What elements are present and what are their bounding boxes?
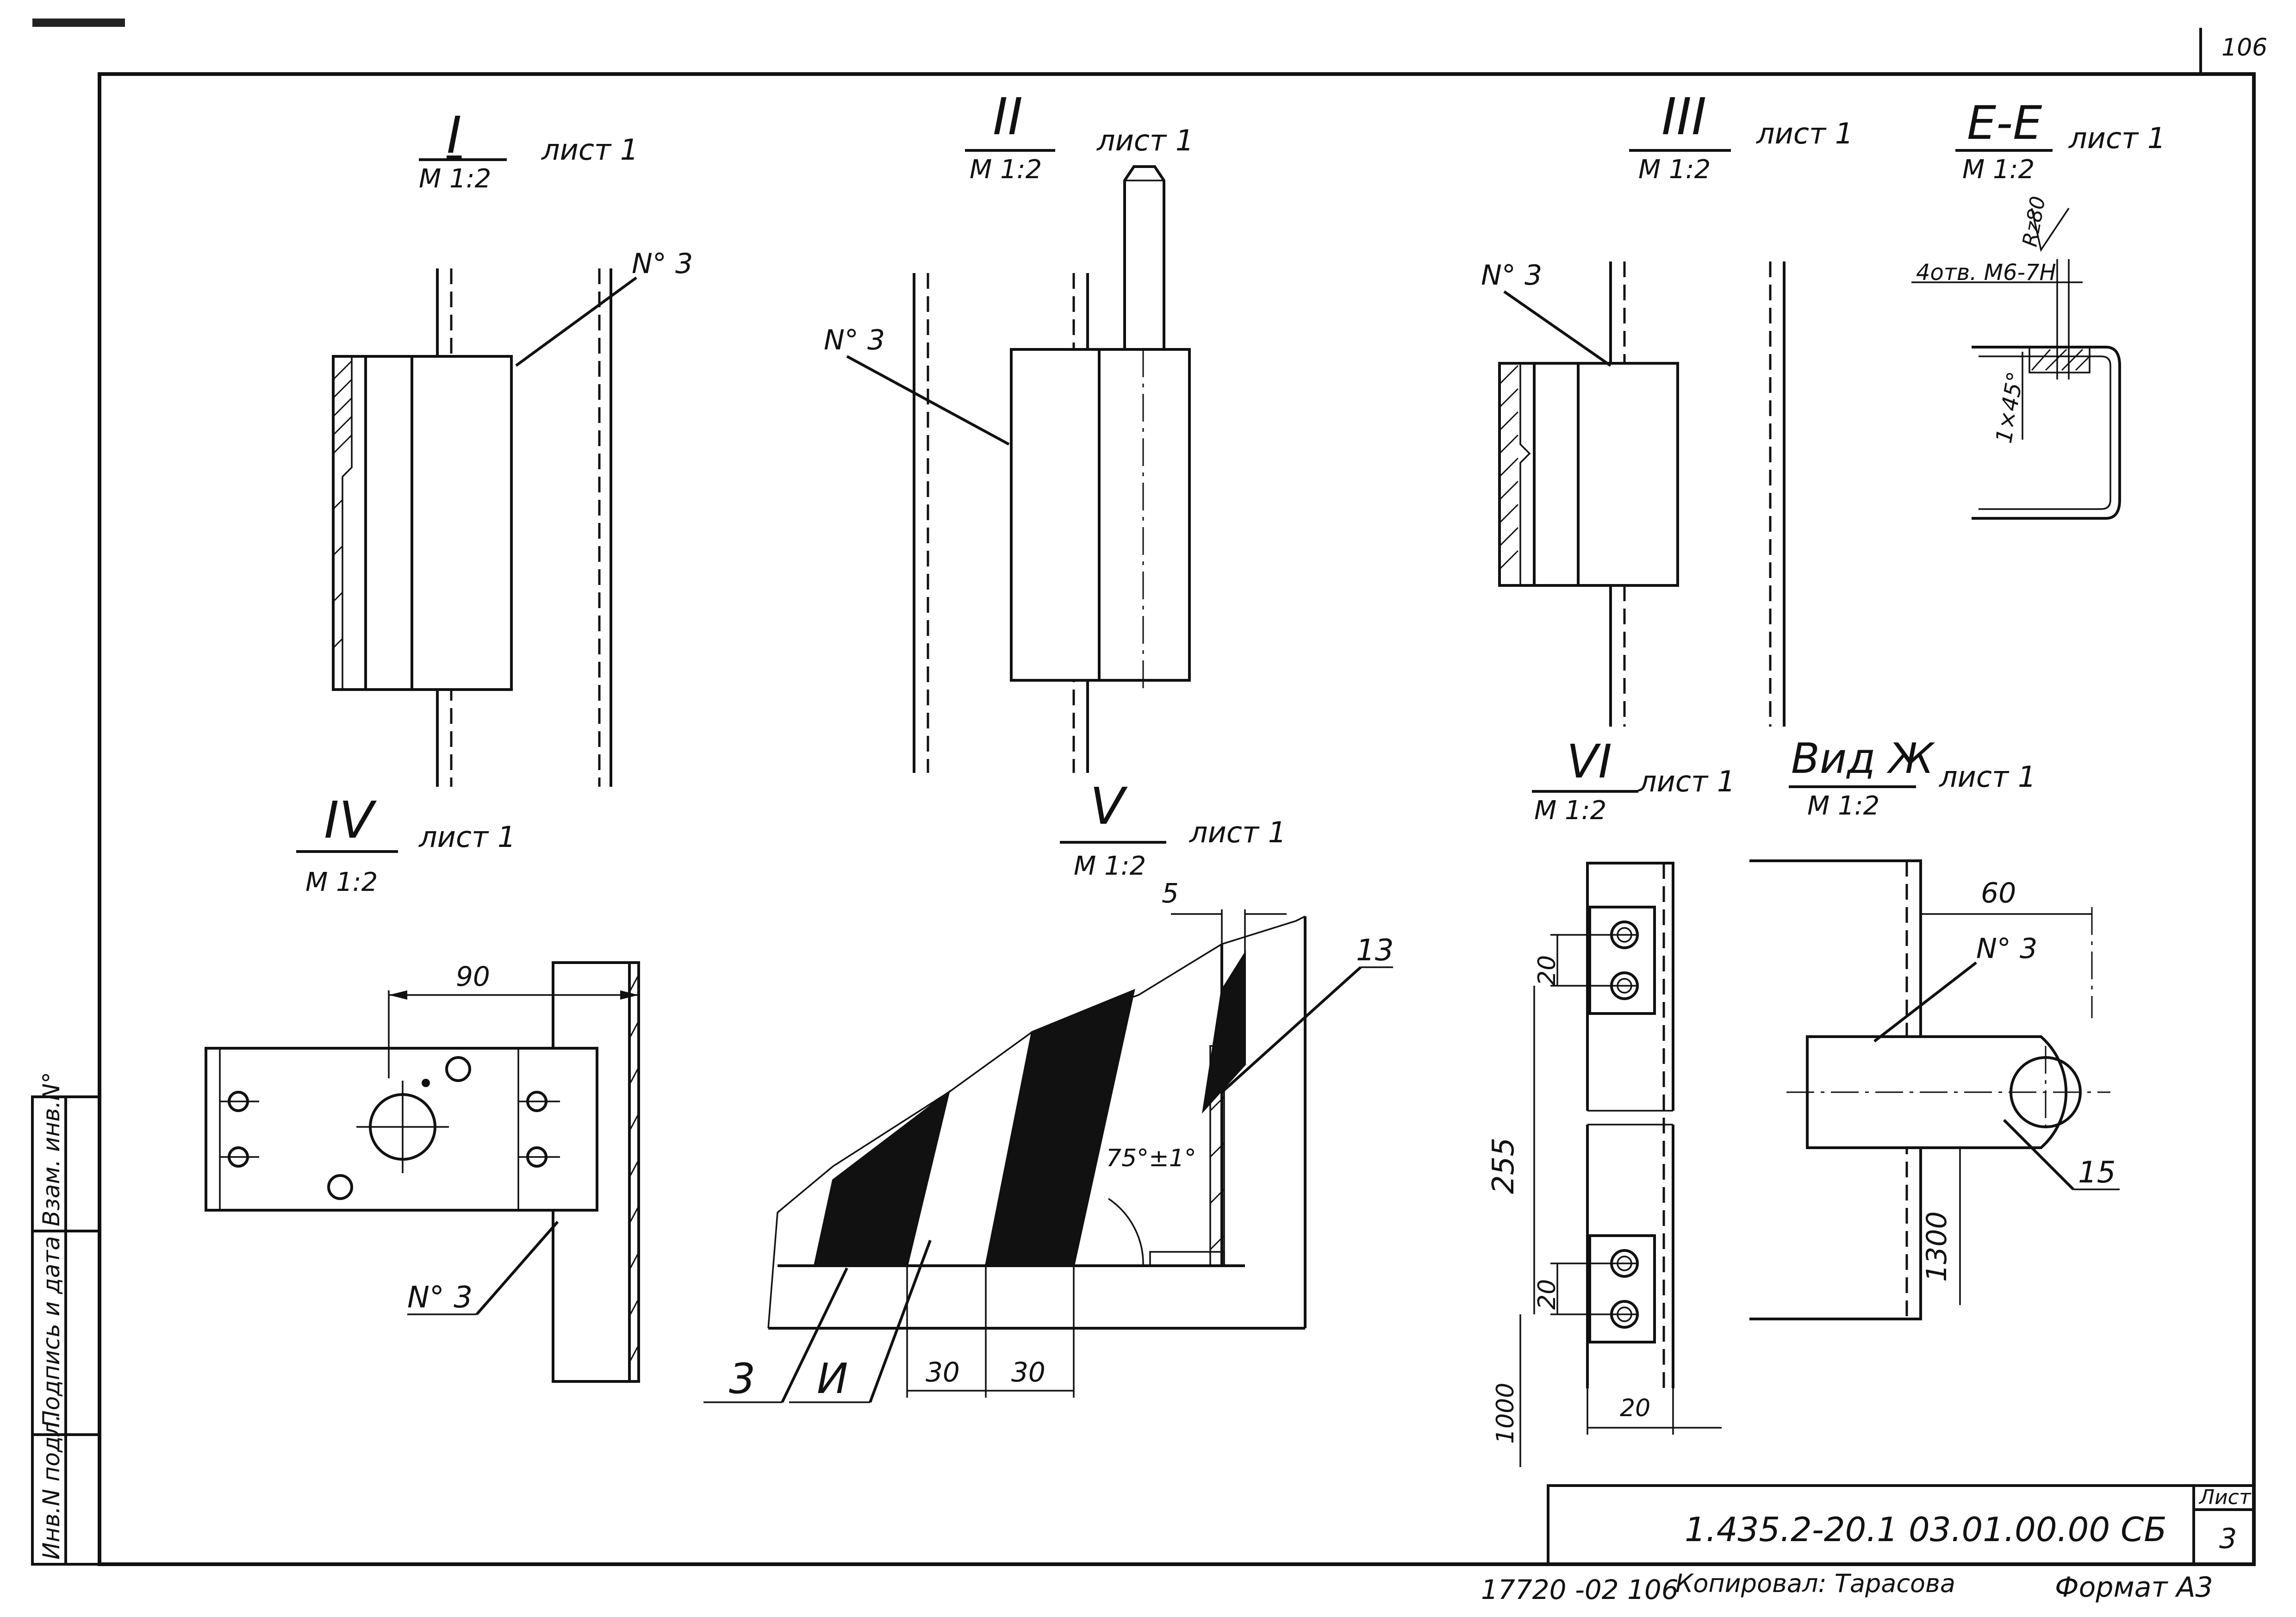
- view-V-angle: 75°±1°: [1106, 1144, 1196, 1172]
- view-I-title: I: [447, 106, 461, 165]
- view-V-label-i: И: [817, 1355, 848, 1403]
- archive-number: 17720 -02 106: [1481, 1574, 1679, 1605]
- view-Zh-callout: N° 3: [1976, 933, 2037, 965]
- view-V-dim-5: 5: [1162, 877, 1179, 909]
- view-IV-title: IV: [324, 790, 377, 850]
- view-IV: IV М 1:2 лист 1 90 N° 3: [205, 790, 640, 1383]
- view-Zh-scale: М 1:2: [1807, 791, 1879, 821]
- ee-scale: М 1:2: [1962, 155, 2035, 185]
- view-II-callout: N° 3: [824, 324, 885, 356]
- ee-ref: лист 1: [2068, 121, 2165, 155]
- view-IV-ref: лист 1: [418, 820, 516, 854]
- view-III-scale: М 1:2: [1638, 155, 1711, 185]
- inv-orig-label: Инв.N подл.: [38, 1414, 65, 1560]
- view-VI-dim-255: 255: [1487, 1138, 1521, 1194]
- title-block: 1.435.2-20.1 03.01.00.00 СБ Лист 3: [1547, 1484, 2255, 1566]
- view-Zh: Вид Ж М 1:2 лист 1 60 N° 3 1300 15: [1749, 734, 2120, 1320]
- ee-holes: 4отв. М6-7Н: [1916, 260, 2056, 286]
- view-V-title: V: [1090, 777, 1128, 836]
- section-E-E: Е-Е М 1:2 лист 1 Rz80 4отв. М6-7Н 1×45°: [1911, 96, 2165, 520]
- drawing-frame: [98, 72, 2256, 1566]
- view-VI-ref: лист 1: [1638, 765, 1735, 798]
- sheet-label: Лист: [2198, 1486, 2252, 1509]
- sheet-number: 3: [2219, 1523, 2237, 1555]
- view-I-callout: N° 3: [632, 248, 693, 280]
- black-stripe-2: [984, 989, 1135, 1267]
- sign-date-label: Подпись и дата: [38, 1236, 65, 1428]
- view-VI-dim-1000: 1000: [1492, 1383, 1519, 1444]
- view-III-ref: лист 1: [1756, 117, 1853, 150]
- view-V: V М 1:2 лист 1 5 13 75°±1° 30 30 3: [703, 777, 1394, 1403]
- copied-by: Копировал: Тарасова: [1675, 1569, 1955, 1598]
- view-IV-dim-90: 90: [456, 961, 490, 992]
- view-IV-scale: М 1:2: [305, 867, 378, 897]
- view-V-dim-30b: 30: [1011, 1356, 1045, 1388]
- page-number: 106: [2221, 34, 2267, 62]
- doc-code: 1.435.2-20.1 03.01.00.00 СБ: [1685, 1510, 2167, 1549]
- view-I: I М 1:2 лист 1 N° 3: [332, 106, 693, 787]
- view-II-ref: лист 1: [1096, 124, 1194, 157]
- view-III-callout: N° 3: [1481, 259, 1542, 292]
- view-Zh-label-15: 15: [2078, 1156, 2116, 1190]
- view-VI: VI М 1:2 лист 1 20 255 20 1000 20: [1487, 734, 1735, 1467]
- view-V-dim-30a: 30: [926, 1356, 960, 1388]
- view-Zh-dim-60: 60: [1981, 877, 2016, 909]
- view-IV-callout: N° 3: [407, 1281, 473, 1315]
- view-VI-dim-20c: 20: [1620, 1394, 1650, 1422]
- view-Zh-title: Вид Ж: [1791, 734, 1935, 783]
- view-V-ref: лист 1: [1189, 815, 1286, 849]
- view-V-scale: М 1:2: [1074, 851, 1146, 881]
- view-III: III М 1:2 лист 1 N° 3: [1481, 87, 1853, 727]
- view-Zh-dim-1300: 1300: [1921, 1211, 1953, 1282]
- view-VI-scale: М 1:2: [1534, 796, 1606, 826]
- view-II: II М 1:2 лист 1 N° 3: [824, 87, 1194, 773]
- view-II-title: II: [993, 87, 1023, 146]
- view-V-label-3: 3: [729, 1355, 755, 1403]
- format-label: Формат А3: [2055, 1571, 2213, 1604]
- view-VI-dim-20b: 20: [1533, 1279, 1561, 1310]
- view-VI-title: VI: [1567, 734, 1612, 789]
- view-I-scale: М 1:2: [419, 164, 491, 194]
- view-VI-dim-20a: 20: [1533, 955, 1561, 986]
- view-I-ref: лист 1: [541, 133, 638, 167]
- view-III-title: III: [1661, 87, 1706, 146]
- ee-title: Е-Е: [1967, 96, 2042, 150]
- side-stamp: Инв.N подл. Подпись и дата Взам. инв.N°: [31, 1072, 101, 1566]
- replace-inv-label: Взам. инв.N°: [38, 1072, 65, 1226]
- scan-mark: [32, 19, 125, 27]
- black-stripe-1: [813, 1090, 951, 1267]
- view-II-scale: М 1:2: [970, 155, 1042, 185]
- view-V-label-13: 13: [1356, 933, 1394, 968]
- view-Zh-ref: лист 1: [1939, 760, 2036, 794]
